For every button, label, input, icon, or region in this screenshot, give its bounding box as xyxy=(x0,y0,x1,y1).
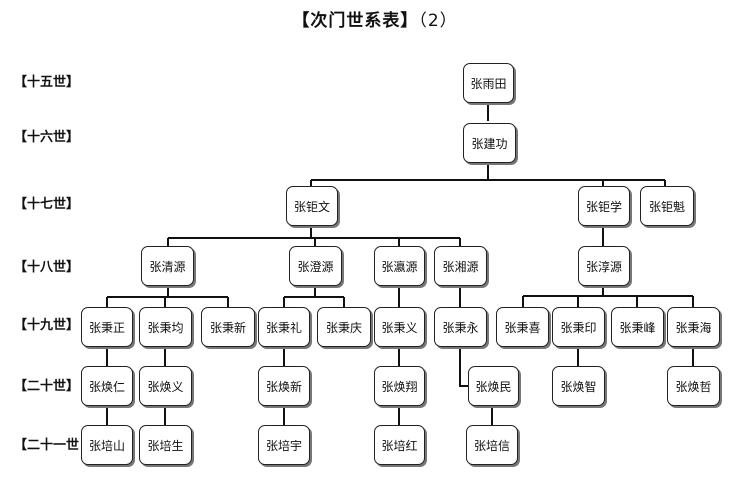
generation-label-16: 【十六世】 xyxy=(14,130,80,145)
person-node: 张秉新 xyxy=(201,307,255,347)
page-title: 【次门世系表】（2） xyxy=(0,6,750,31)
generation-label-19: 【十九世】 xyxy=(14,318,80,333)
person-node: 张焕民 xyxy=(468,366,519,406)
person-node: 张培红 xyxy=(374,425,425,465)
person-node: 张建功 xyxy=(463,123,516,163)
person-node: 张淳源 xyxy=(578,246,630,286)
person-node: 张雨田 xyxy=(463,63,514,103)
person-node: 张培宇 xyxy=(258,425,310,465)
person-node: 张秉海 xyxy=(667,307,720,347)
generation-label-17: 【十七世】 xyxy=(14,197,80,212)
connector xyxy=(310,163,666,186)
connector xyxy=(522,286,694,307)
person-node: 张焕智 xyxy=(552,366,605,406)
person-node: 张秉印 xyxy=(552,307,605,347)
person-node: 张培信 xyxy=(466,425,518,465)
person-node: 张钜文 xyxy=(286,186,338,226)
connector xyxy=(459,347,468,387)
generation-label-21: 【二十一世 xyxy=(14,438,80,453)
person-node: 张秉义 xyxy=(374,307,425,347)
person-node: 张湘源 xyxy=(434,246,487,286)
person-node: 张钜学 xyxy=(578,186,630,226)
generation-label-15: 【十五世】 xyxy=(14,75,80,90)
person-node: 张钜魁 xyxy=(640,186,694,226)
generation-label-20: 【二十世】 xyxy=(14,379,80,394)
connector xyxy=(283,286,345,307)
person-node: 张秉喜 xyxy=(496,307,549,347)
person-node: 张瀛源 xyxy=(374,246,425,286)
person-node: 张焕新 xyxy=(258,366,310,406)
person-node: 张秉峰 xyxy=(611,307,664,347)
person-node: 张秉庆 xyxy=(317,307,371,347)
person-node: 张培山 xyxy=(81,425,133,465)
person-node: 张焕翔 xyxy=(374,366,425,406)
title-main: 【次门世系表】 xyxy=(292,11,419,31)
person-node: 张培生 xyxy=(139,425,192,465)
person-node: 张焕哲 xyxy=(667,366,720,406)
person-node: 张秉均 xyxy=(139,307,192,347)
person-node: 张焕仁 xyxy=(81,366,133,406)
person-node: 张清源 xyxy=(141,246,194,286)
person-node: 张焕义 xyxy=(139,366,192,406)
person-node: 张秉正 xyxy=(81,307,133,347)
connector xyxy=(106,286,229,307)
title-sub: （2） xyxy=(418,11,458,31)
person-node: 张澄源 xyxy=(289,246,342,286)
person-node: 张秉永 xyxy=(434,307,487,347)
generation-label-18: 【十八世】 xyxy=(14,260,80,275)
person-node: 张秉礼 xyxy=(258,307,310,347)
connector xyxy=(167,226,461,246)
